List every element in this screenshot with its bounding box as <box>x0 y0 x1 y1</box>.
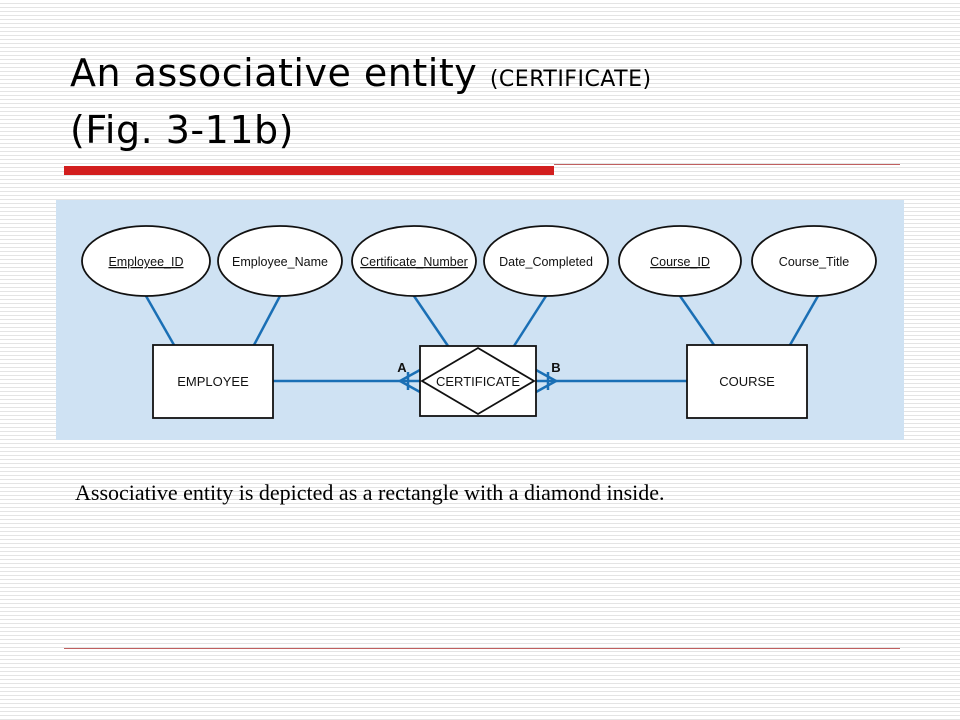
connector-certificate-number <box>412 295 450 347</box>
footer-divider-line <box>64 648 900 649</box>
er-diagram-figure: Employee_ID Employee_Name Certificate_Nu… <box>56 200 904 440</box>
connector-date-completed <box>512 295 548 347</box>
attribute-label-date-completed: Date_Completed <box>499 255 593 269</box>
attribute-ellipse-employee-id <box>81 225 211 297</box>
attribute-ellipse-date-completed <box>483 225 609 297</box>
title-parenthetical: (CERTIFICATE) <box>489 67 652 92</box>
slide-title: An associative entity (CERTIFICATE) (Fig.… <box>70 48 652 155</box>
connector-course-id <box>678 295 716 346</box>
relationship-label-b: B <box>551 360 560 375</box>
entity-label-certificate: CERTIFICATE <box>436 374 520 389</box>
connector-employee-id <box>144 295 176 346</box>
title-figure-ref: (Fig. 3-11b) <box>70 108 294 152</box>
title-divider-line <box>554 164 900 165</box>
title-main: An associative entity <box>70 51 478 95</box>
entity-box-employee <box>152 344 274 419</box>
connector-lines <box>144 295 820 394</box>
crows-foot-right <box>535 368 557 394</box>
er-diagram-svg: Employee_ID Employee_Name Certificate_Nu… <box>81 225 877 419</box>
attribute-ellipse-course-title <box>751 225 877 297</box>
attribute-label-employee-id: Employee_ID <box>108 255 183 269</box>
entity-label-course: COURSE <box>719 374 775 389</box>
crows-foot-left <box>399 368 421 394</box>
attribute-label-course-title: Course_Title <box>779 255 849 269</box>
connector-employee-name <box>252 295 282 346</box>
attribute-label-employee-name: Employee_Name <box>232 255 328 269</box>
connector-course-title <box>788 295 820 346</box>
attribute-ellipse-employee-name <box>217 225 343 297</box>
caption-text: Associative entity is depicted as a rect… <box>75 480 665 505</box>
associative-diamond <box>420 346 536 416</box>
entity-box-course <box>686 344 808 419</box>
relationship-label-a: A <box>397 360 407 375</box>
title-accent-bar <box>64 166 554 175</box>
attribute-ellipse-certificate-number <box>351 225 477 297</box>
entity-label-employee: EMPLOYEE <box>177 374 249 389</box>
attribute-label-course-id: Course_ID <box>650 255 710 269</box>
attribute-ellipse-course-id <box>618 225 742 297</box>
attribute-label-certificate-number: Certificate_Number <box>360 255 468 269</box>
